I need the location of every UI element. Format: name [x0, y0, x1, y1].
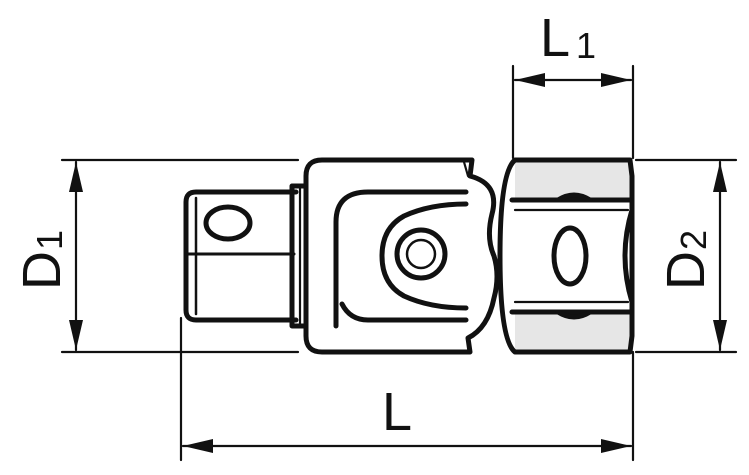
- extension-lines: [60, 64, 738, 462]
- drive-square: [183, 189, 299, 323]
- label-L1-sub: 1: [576, 25, 596, 66]
- label-L-main: L: [382, 382, 412, 442]
- label-L1: L 1: [540, 8, 596, 68]
- label-D2: D 2: [656, 230, 716, 290]
- label-D1-sub: 1: [29, 230, 70, 250]
- label-D2-sub: 2: [673, 230, 714, 250]
- label-D1-main: D: [12, 251, 72, 290]
- label-L: L: [382, 382, 412, 442]
- yoke: [303, 157, 500, 355]
- label-D2-main: D: [656, 251, 716, 290]
- dimension-lines: [69, 73, 727, 453]
- socket-body: [497, 157, 635, 355]
- label-L1-main: L: [540, 8, 570, 68]
- label-D1: D 1: [12, 230, 72, 290]
